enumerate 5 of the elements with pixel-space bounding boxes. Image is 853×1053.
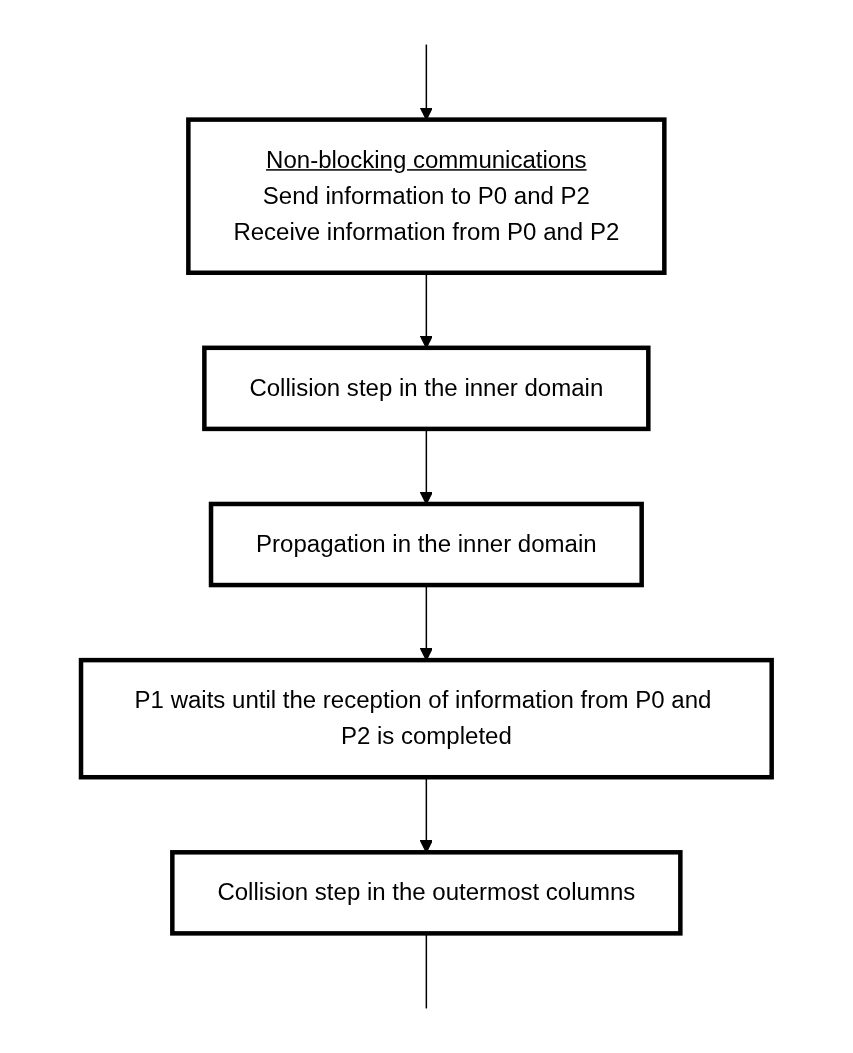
node-box — [170, 850, 683, 936]
node-box — [208, 501, 645, 588]
node-box — [202, 345, 651, 432]
node-box — [186, 117, 667, 275]
node-box — [78, 657, 775, 780]
